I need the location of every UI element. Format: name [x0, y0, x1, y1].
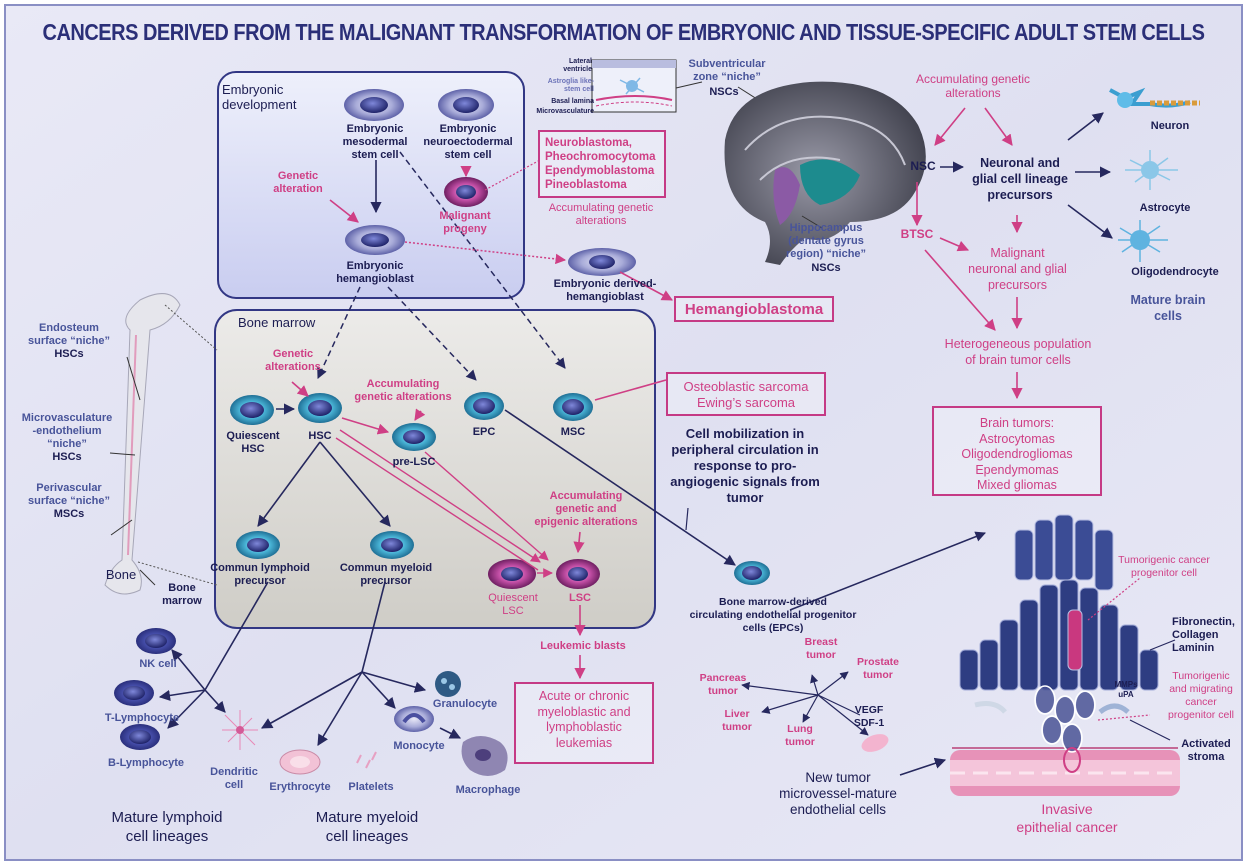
monocyte-label: Monocyte: [393, 740, 445, 752]
macrophage-label: Macrophage: [455, 784, 521, 796]
erythrocyte-label: Erythrocyte: [269, 781, 331, 793]
dendritic-cell-label: Dendritic cell: [210, 766, 258, 791]
t-lymphocyte-label: T-Lymphocyte: [104, 712, 180, 724]
malignant-progeny-label: Malignant progeny: [439, 210, 491, 235]
oligodendrocyte-label: Oligodendrocyte: [1131, 266, 1219, 278]
endosteum-label: Endosteum surface “niche”: [28, 322, 110, 347]
bone-label: Bone: [105, 567, 137, 582]
epc-label: EPC: [472, 426, 496, 438]
heterogeneous-population-label: Heterogeneous population of brain tumor …: [944, 337, 1092, 367]
microvessel-label: New tumor microvessel-mature endothelial…: [779, 770, 897, 817]
nk-cell-label: NK cell: [139, 658, 177, 670]
lsc-label: LSC: [569, 592, 591, 604]
mature-myeloid-label: Mature myeloid cell lineages: [315, 809, 419, 845]
neuroblastoma-box: Neuroblastoma, Pheochromocytoma Ependymo…: [538, 130, 666, 198]
invasive-cancer-label: Invasive epithelial cancer: [1016, 801, 1118, 835]
b-lymphocyte-label: B-Lymphocyte: [108, 757, 184, 769]
migrating-progenitor-label: Tumorigenic and migrating cancer progeni…: [1168, 670, 1234, 721]
svz-nscs-label: NSCs: [709, 86, 739, 98]
prostate-tumor-label: Prostate tumor: [856, 656, 899, 681]
astroglia-label: Astroglia like- stem cell: [547, 78, 594, 93]
basal-lamina-label: Basal lamina: [551, 98, 594, 105]
hsc-label: HSC: [308, 430, 332, 442]
msc-label: MSC: [560, 426, 586, 438]
embryonic-derived-hemangioblast-label: Embryonic derived- hemangioblast: [553, 278, 657, 303]
pancreas-tumor-label: Pancreas tumor: [699, 672, 747, 697]
lung-tumor-label: Lung tumor: [785, 723, 815, 748]
marrow-genetic-alterations-label: Genetic alterations: [265, 348, 321, 373]
vegf-label: VEGF SDF-1: [853, 704, 885, 729]
myeloid-precursor-label: Commun myeloid precursor: [339, 562, 433, 587]
brain-tumors-box: Brain tumors: Astrocytomas Oligodendrogl…: [932, 406, 1102, 496]
leukemic-blasts-label: Leukemic blasts: [540, 640, 626, 652]
epcs-label: Bone marrow-derived circulating endothel…: [689, 596, 857, 634]
astrocyte-label: Astrocyte: [1139, 202, 1191, 214]
genetic-alteration-label: Genetic alteration: [273, 170, 323, 195]
granulocyte-label: Granulocyte: [432, 698, 498, 710]
sarcoma-box: Osteoblastic sarcoma Ewing’s sarcoma: [666, 372, 826, 416]
microvasculature-label: Microvasculature: [536, 108, 594, 115]
hippocampus-label: Hippocampus (dentate gyrus region) “nich…: [785, 222, 867, 260]
fibronectin-label: Fibronectin, Collagen Laminin: [1172, 616, 1235, 654]
bone-marrow-panel-title: Bone marrow: [238, 315, 316, 330]
pre-lsc-label: pre-LSC: [392, 456, 436, 468]
microvasculature-niche-label: Microvasculature -endothelium “niche”: [21, 412, 113, 450]
mature-brain-cells-label: Mature brain cells: [1130, 293, 1206, 323]
nsc-label: NSC: [910, 159, 936, 173]
quiescent-hsc-label: Quiescent HSC: [226, 430, 280, 455]
liver-tumor-label: Liver tumor: [722, 708, 752, 733]
neuron-label: Neuron: [1150, 120, 1190, 132]
brain-accumulating-label: Accumulating genetic alterations: [915, 72, 1031, 100]
marrow-accumulating-label: Accumulating genetic alterations: [354, 378, 452, 403]
perivascular-mscs-label: MSCs: [53, 508, 85, 520]
endosteum-hscs-label: HSCs: [54, 348, 84, 360]
activated-stroma-label: Activated stroma: [1181, 738, 1231, 763]
mesodermal-stem-cell-label: Embryonic mesodermal stem cell: [342, 123, 408, 161]
mmps-label: MMPs uPA: [1114, 680, 1138, 699]
tumorigenic-progenitor-label: Tumorigenic cancer progenitor cell: [1118, 554, 1210, 579]
page-title: CANCERS DERIVED FROM THE MALIGNANT TRANS…: [42, 20, 1205, 46]
embryonic-hemangioblast-label: Embryonic hemangioblast: [336, 260, 414, 285]
btsc-label: BTSC: [900, 227, 934, 241]
hemangioblastoma-box: Hemangioblastoma: [674, 296, 834, 322]
lymphoid-precursor-label: Commun lymphoid precursor: [210, 562, 310, 587]
accumulating-epigenic-label: Accumulating genetic and epigenic altera…: [534, 490, 638, 528]
quiescent-lsc-label: Quiescent LSC: [488, 592, 538, 617]
hippocampus-nscs-label: NSCs: [811, 262, 841, 274]
breast-tumor-label: Breast tumor: [804, 636, 838, 661]
svz-niche-label: Subventricular zone “niche”: [688, 58, 766, 83]
malignant-precursors-label: Malignant neuronal and glial precursors: [968, 246, 1067, 292]
precursors-label: Neuronal and glial cell lineage precurso…: [972, 156, 1068, 202]
perivascular-label: Perivascular surface “niche”: [28, 482, 110, 507]
accumulating-alterations-embryonic: Accumulating genetic alterations: [548, 202, 654, 227]
platelets-label: Platelets: [348, 781, 394, 793]
leukemias-box: Acute or chronic myeloblastic and lympho…: [514, 682, 654, 764]
embryonic-panel-title: Embryonic development: [222, 82, 297, 112]
neuroectodermal-stem-cell-label: Embryonic neuroectodermal stem cell: [423, 123, 513, 161]
microvasculature-hscs-label: HSCs: [52, 451, 82, 463]
mobilization-label: Cell mobilization in peripheral circulat…: [670, 426, 820, 505]
bone-marrow-label: Bone marrow: [162, 582, 202, 607]
lateral-ventricle-label: Lateral ventricle: [563, 58, 592, 73]
mature-lymphoid-label: Mature lymphoid cell lineages: [111, 809, 223, 845]
